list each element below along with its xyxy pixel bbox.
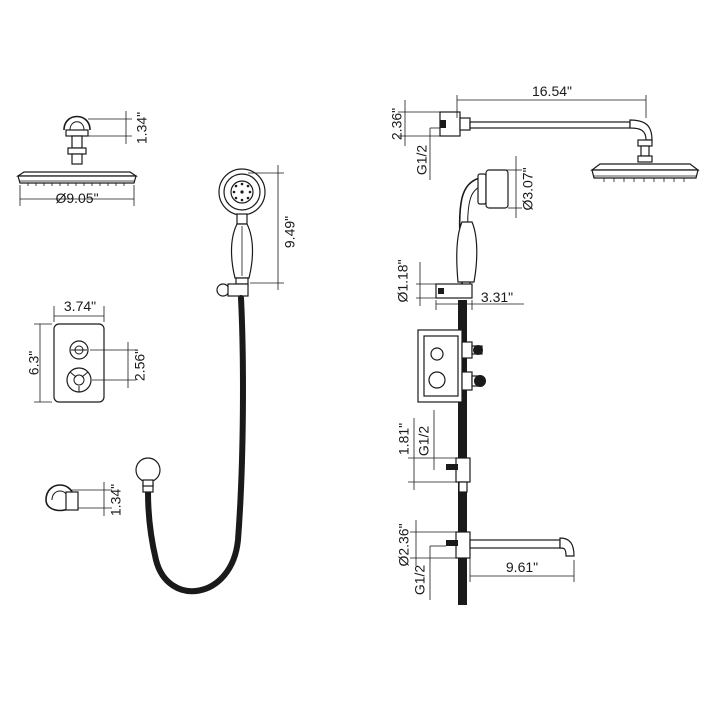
system-side-view: 16.54" 2.36" G1/2 Ø3.07" [388,83,700,605]
head-arm-height-label: 1.34" [133,112,149,144]
trim-height-label: 6.3" [25,351,41,375]
knob-spacing-label: 2.56" [131,349,147,381]
spout-diameter-label: Ø2.36" [395,523,411,566]
holder-projection-label: 3.31" [481,289,513,305]
trim-plate-front-view: 3.74" 6.3" 2.56" [25,298,147,403]
trim-width-label: 3.74" [64,298,96,314]
shower-arm-side: 16.54" 2.36" G1/2 [388,83,700,182]
elbow-height-label: 1.34" [107,484,123,516]
hose [145,295,246,595]
hand-shower-side: Ø3.07" [456,156,535,286]
arm-thread-label: G1/2 [413,145,429,176]
valve-body-side [417,329,486,403]
head-diameter-label: Ø9.05" [55,190,98,206]
hand-shower-nozzles [232,182,252,202]
holder-side: Ø1.18" 3.31" [394,259,524,310]
tub-spout-side: Ø2.36" G1/2 9.61" [395,520,575,600]
head-nozzles [27,183,125,186]
riser-pipe [458,300,467,605]
handshower-diameter-label: Ø3.07" [519,167,535,210]
hose-outlet-side: 1.81" G1/2 [395,410,471,493]
spout-length-label: 9.61" [506,559,538,575]
arm-flange-height-label: 2.36" [388,108,404,140]
hand-shower-assembly: 9.49" [135,165,297,595]
wall-elbow-front-view: 1.34" [45,482,123,516]
outlet-thread-label: G1/2 [415,426,431,457]
outlet-height-label: 1.81" [395,423,411,455]
handshower-length-label: 9.49" [281,216,297,248]
shower-head-front-view: 1.34" Ø9.05" [16,111,149,206]
spout-thread-label: G1/2 [411,565,427,596]
holder-diameter-label: Ø1.18" [394,259,410,302]
arm-length-label: 16.54" [532,83,572,99]
